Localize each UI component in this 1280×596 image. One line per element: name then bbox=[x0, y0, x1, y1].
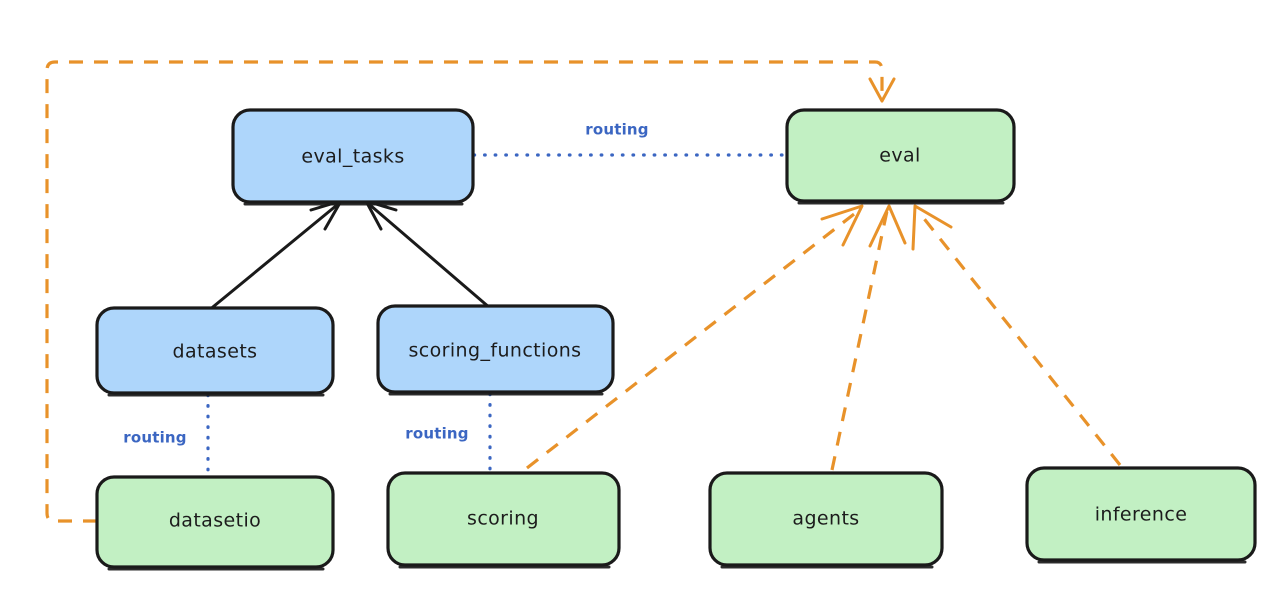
node-agents-label: agents bbox=[792, 508, 859, 530]
node-scoring-box[interactable] bbox=[386, 471, 621, 567]
node-agents-box[interactable] bbox=[708, 471, 944, 567]
node-scoring-functions-box[interactable] bbox=[376, 304, 615, 394]
node-eval-box[interactable] bbox=[785, 108, 1016, 203]
node-agents[interactable]: agents bbox=[708, 471, 944, 569]
node-inference-label: inference bbox=[1095, 504, 1188, 526]
edge-scoringfunctions-evaltasks bbox=[364, 199, 492, 310]
node-layer: eval_tasks eval datasets scoring_functio… bbox=[95, 108, 1257, 571]
node-eval[interactable]: eval bbox=[785, 108, 1016, 205]
edge-inference-eval bbox=[911, 204, 1122, 466]
node-datasets[interactable]: datasets bbox=[95, 306, 335, 397]
node-eval-tasks[interactable]: eval_tasks bbox=[231, 108, 475, 206]
node-datasets-label: datasets bbox=[173, 341, 258, 363]
edge-label-routing-evaltasks-eval: routing bbox=[585, 121, 649, 139]
edge-layer bbox=[45, 60, 1122, 523]
node-datasets-box[interactable] bbox=[95, 306, 335, 395]
node-datasetio-box[interactable] bbox=[95, 475, 335, 569]
node-inference-box[interactable] bbox=[1025, 466, 1257, 562]
node-inference[interactable]: inference bbox=[1025, 466, 1257, 564]
node-scoring-label: scoring bbox=[467, 508, 539, 530]
edge-label-routing-datasets-datasetio: routing bbox=[123, 429, 187, 447]
node-eval-label: eval bbox=[879, 145, 920, 167]
edge-label-layer: routing routing routing bbox=[123, 121, 649, 447]
edge-agents-eval bbox=[830, 204, 907, 471]
node-datasetio-label: datasetio bbox=[169, 510, 261, 532]
node-datasetio[interactable]: datasetio bbox=[95, 475, 335, 571]
edge-datasets-evaltasks bbox=[206, 199, 343, 313]
node-eval-tasks-box[interactable] bbox=[231, 108, 475, 204]
node-eval-tasks-label: eval_tasks bbox=[301, 146, 404, 168]
node-scoring-functions-label: scoring_functions bbox=[409, 340, 582, 362]
node-scoring-functions[interactable]: scoring_functions bbox=[376, 304, 615, 396]
edge-scoring-eval bbox=[526, 204, 864, 470]
node-scoring[interactable]: scoring bbox=[386, 471, 621, 569]
edge-label-routing-scoringfunctions-scoring: routing bbox=[405, 425, 469, 443]
edge-datasetio-eval bbox=[45, 60, 896, 523]
